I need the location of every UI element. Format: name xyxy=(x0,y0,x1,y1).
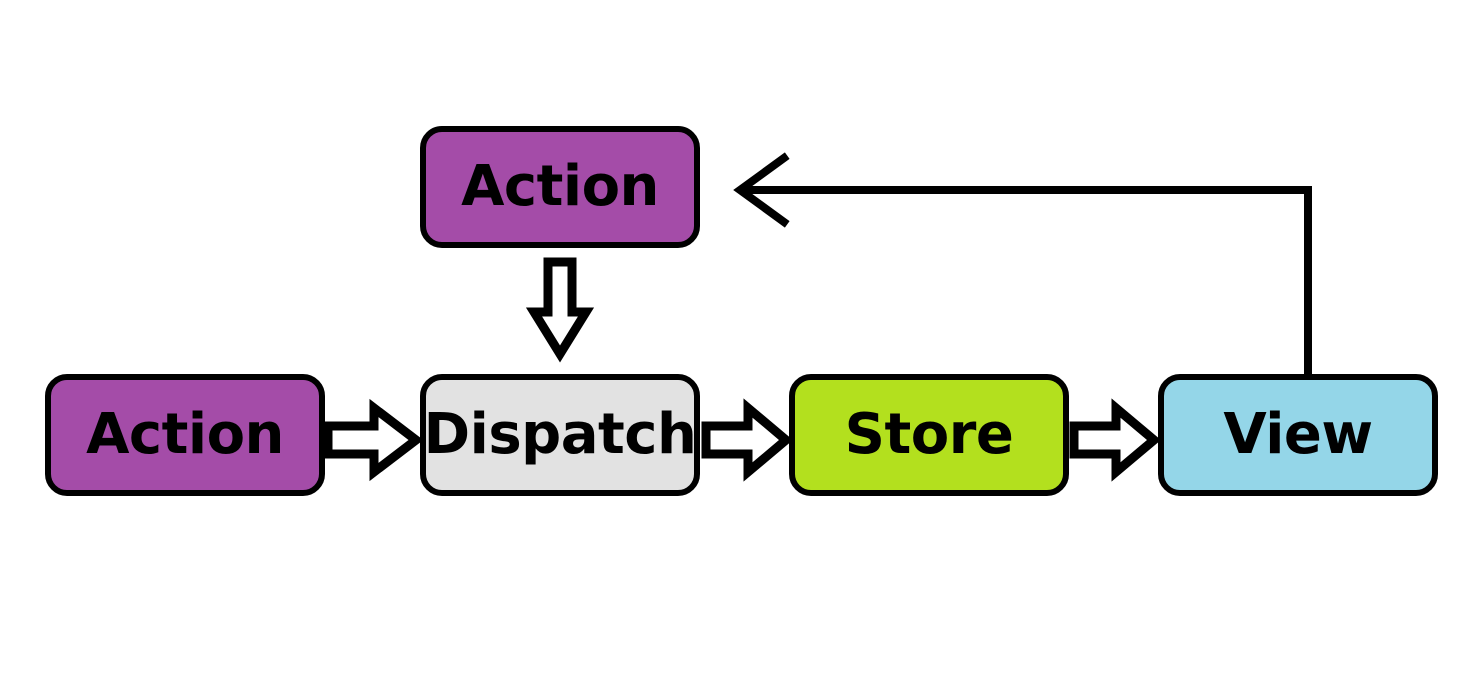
arrow-store-to-view xyxy=(1069,398,1161,482)
node-dispatch[interactable]: Dispatch xyxy=(420,374,700,496)
node-store-label: Store xyxy=(844,402,1014,467)
node-action-top[interactable]: Action xyxy=(420,126,700,248)
node-dispatch-label: Dispatch xyxy=(423,402,697,467)
arrow-view-to-action-top xyxy=(733,152,1312,376)
node-action-left[interactable]: Action xyxy=(45,374,325,496)
block-arrow-right-icon xyxy=(1069,398,1161,482)
arrow-action-top-to-dispatch xyxy=(525,257,595,363)
node-view-label: View xyxy=(1223,402,1373,467)
node-action-top-label: Action xyxy=(461,154,659,219)
node-action-left-label: Action xyxy=(86,402,284,467)
feedback-line xyxy=(740,186,1312,376)
arrowhead-left-icon xyxy=(733,152,790,228)
node-store[interactable]: Store xyxy=(789,374,1069,496)
block-arrow-right-icon xyxy=(701,398,793,482)
block-arrow-right-icon xyxy=(323,398,424,482)
arrow-dispatch-to-store xyxy=(701,398,793,482)
node-view[interactable]: View xyxy=(1158,374,1438,496)
block-arrow-down-icon xyxy=(525,257,595,363)
arrow-action-to-dispatch xyxy=(323,398,424,482)
